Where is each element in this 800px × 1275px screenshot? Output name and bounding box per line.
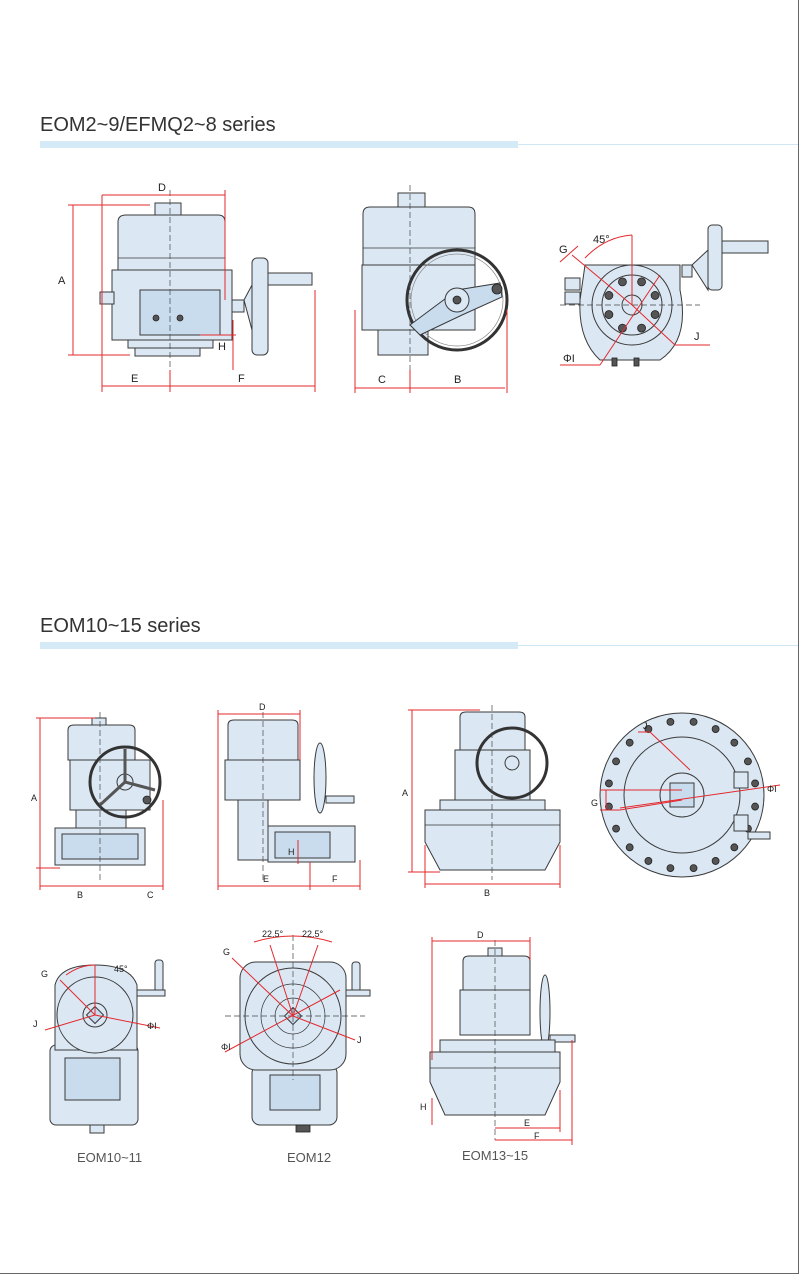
drawing-eom13-front-top: A B (402, 705, 561, 898)
section-divider (518, 144, 798, 145)
drawing-eom2-bottom: G 45° J ΦI (559, 224, 769, 367)
dim-label-h: H (420, 1102, 427, 1112)
bolt-hole (689, 718, 698, 726)
dim-label-angle: 45° (114, 964, 128, 974)
dim-label-h: H (218, 341, 226, 353)
dim-label-angle: 45° (593, 234, 610, 246)
dim-label-phi-i: ΦI (563, 353, 575, 365)
bolt-hole (666, 864, 675, 872)
dim-label-d: D (259, 702, 266, 712)
dim-label-phi-i: ΦI (147, 1021, 157, 1031)
bolt-hole (744, 757, 752, 766)
bolt-hole (650, 291, 660, 300)
caption-eom10-11: EOM10~11 (77, 1150, 142, 1165)
dim-label-f: F (238, 373, 245, 385)
dim-label-c: C (378, 374, 386, 386)
dim-label-e: E (131, 373, 138, 385)
dim-label-a: A (58, 275, 66, 287)
bolt-hole (644, 857, 653, 865)
bolt-hole (605, 779, 613, 788)
drawing-eom12-bottom: 22.5° 22.5° G ΦI J EOM12 (221, 929, 371, 1165)
bolt-hole (711, 857, 720, 865)
dim-label-e: E (263, 874, 269, 884)
drawing-eom13-15-front: D H E F EOM13~15 (420, 930, 576, 1163)
bolt-hole (751, 802, 759, 811)
drawing-eom10-front: A B C (31, 712, 164, 900)
caption-eom13-15: EOM13~15 (462, 1148, 528, 1163)
dim-label-g: G (559, 244, 568, 256)
bolt-hole (612, 757, 620, 766)
dim-label-c: C (147, 890, 154, 900)
bolt-hole (612, 824, 620, 833)
dim-label-g: G (591, 798, 598, 808)
dim-label-f: F (332, 874, 338, 884)
drawing-eom10-11-bottom: G 45° J ΦI EOM10~11 (33, 959, 166, 1165)
dim-label-phi-i: ΦI (767, 784, 777, 794)
dim-label-j: J (694, 331, 700, 343)
dim-label-a: A (402, 788, 408, 798)
section-bar (40, 141, 518, 148)
dim-label-phi-i: ΦI (221, 1042, 231, 1052)
dim-label-angle-2: 22.5° (302, 929, 324, 939)
dim-label-j: J (33, 1019, 38, 1029)
section-divider (518, 645, 798, 646)
section-title-eom2-9: EOM2~9/EFMQ2~8 series (40, 114, 276, 136)
drawing-eom13-bottom: J G ΦI (591, 712, 781, 878)
bolt-hole (618, 277, 627, 287)
dim-label-a: A (31, 793, 37, 803)
dim-label-d: D (158, 182, 166, 194)
bolt-hole (625, 738, 634, 747)
bolt-hole (604, 310, 614, 319)
bolt-hole (711, 725, 720, 733)
dim-label-d: D (477, 930, 484, 940)
dim-label-b: B (77, 890, 83, 900)
dim-label-angle-1: 22.5° (262, 929, 284, 939)
dim-label-g: G (223, 947, 230, 957)
bolt-hole (689, 864, 698, 872)
dim-label-e: E (524, 1118, 530, 1128)
drawing-eom10-side: D H E F (217, 702, 361, 890)
dim-label-f: F (534, 1131, 540, 1141)
drawing-eom2-front: D A E F H (58, 182, 316, 392)
dim-label-j: J (643, 721, 648, 731)
bolt-hole (666, 718, 675, 726)
dim-label-b: B (454, 374, 461, 386)
bolt-hole (637, 323, 646, 333)
dim-label-g: G (41, 969, 48, 979)
bolt-hole (625, 843, 634, 852)
bolt-hole (644, 725, 653, 733)
bolt-hole (730, 738, 739, 747)
bolt-hole (650, 310, 660, 319)
bolt-hole (604, 291, 614, 300)
drawing-eom2-side: C B (354, 185, 509, 393)
bolt-hole (637, 277, 646, 287)
dim-label-b: B (484, 888, 490, 898)
section-bar (40, 642, 518, 649)
dim-label-j: J (357, 1035, 362, 1045)
dim-label-h: H (288, 847, 295, 857)
caption-eom12: EOM12 (287, 1150, 331, 1165)
bolt-hole (730, 843, 739, 852)
section-title-eom10-15: EOM10~15 series (40, 615, 201, 637)
bolt-hole (751, 779, 759, 788)
